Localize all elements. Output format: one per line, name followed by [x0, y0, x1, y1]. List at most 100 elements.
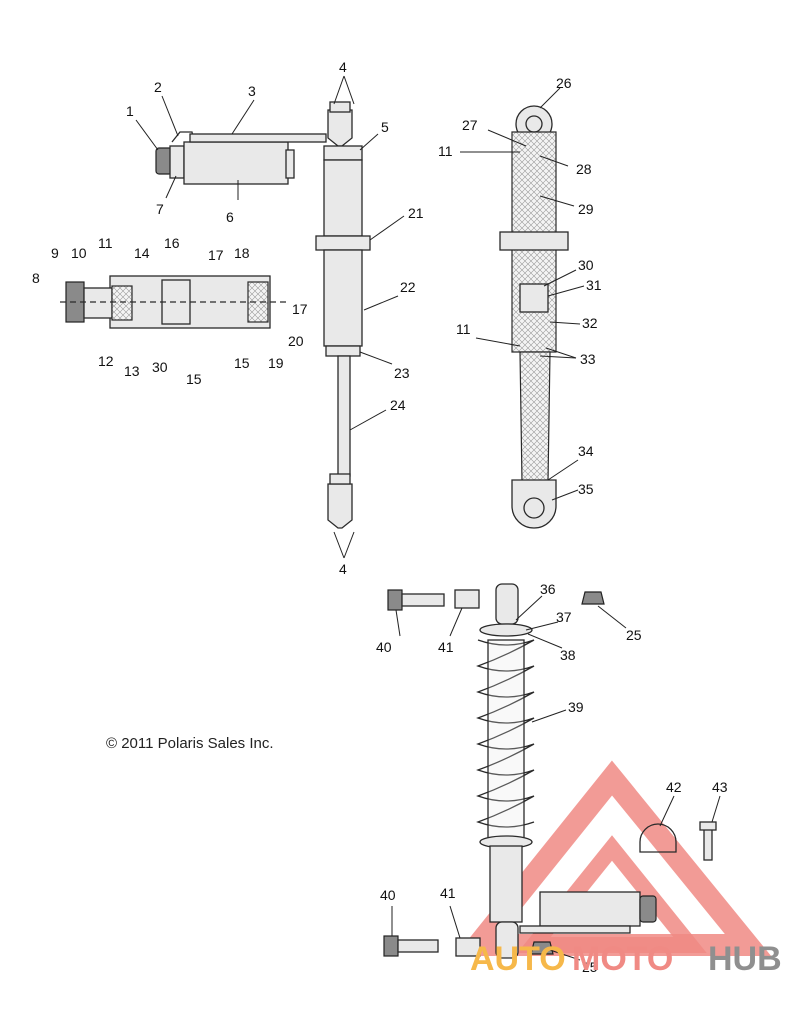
callout-11-left: 11: [98, 235, 113, 251]
callout-21: 21: [408, 205, 424, 221]
cutaway-bottom-eye-bore: [523, 497, 545, 519]
callout-4-bottom: 4: [339, 561, 347, 577]
callout-8: 8: [32, 270, 40, 286]
bolt-40-top-shank: [401, 593, 445, 607]
callout-2: 2: [154, 79, 162, 95]
shock-body-lower: [323, 249, 363, 347]
callout-14: 14: [134, 245, 150, 261]
cutaway-bottom-eye: [511, 479, 557, 529]
reservoir-end: [285, 149, 295, 179]
bolt-40-bottom-shank: [397, 939, 439, 953]
clamp-bolt-head: [699, 821, 717, 831]
callout-16: 16: [164, 235, 180, 251]
callout-10: 10: [71, 245, 87, 261]
callout-24: 24: [390, 397, 406, 413]
callout-labels: 1 2 3 4 5 6 7 8 9 10 11 12 13 14 15 15 1…: [32, 59, 728, 975]
floating-piston: [247, 281, 269, 323]
coilover-bottom-eye: [495, 921, 519, 959]
callout-31: 31: [586, 277, 602, 293]
callout-19: 19: [268, 355, 284, 371]
callout-42: 42: [666, 779, 682, 795]
nut-25-bottom: [530, 941, 554, 955]
callout-39: 39: [568, 699, 584, 715]
callout-27: 27: [462, 117, 478, 133]
callout-11-right-top: 11: [438, 143, 453, 159]
callout-25-bottom: 25: [582, 959, 598, 975]
callout-3: 3: [248, 83, 256, 99]
callout-36: 36: [540, 581, 556, 597]
shaft: [337, 355, 351, 477]
callout-34: 34: [578, 443, 594, 459]
top-eye: [327, 109, 353, 147]
bolt-40-top-head: [387, 589, 403, 611]
watermark-text-auto: AUTO: [470, 940, 566, 978]
loose-hardware: [383, 589, 605, 957]
coilover-reservoir-knob: [639, 895, 657, 923]
callout-43: 43: [712, 779, 728, 795]
watermark-text-hub: HUB: [708, 940, 782, 978]
callout-40-top: 40: [376, 639, 392, 655]
callout-13: 13: [124, 363, 140, 379]
callout-5: 5: [381, 119, 389, 135]
piston-stack-1: [111, 285, 133, 321]
callout-7: 7: [156, 201, 164, 217]
top-spacer: [329, 101, 351, 113]
callout-26: 26: [556, 75, 572, 91]
callout-30-left: 30: [152, 359, 168, 375]
cutaway-shaft: [519, 351, 551, 483]
coilover-hose: [519, 925, 631, 934]
callout-33: 33: [580, 351, 596, 367]
watermark-wordmark: AUTO MOTO HUB: [470, 940, 782, 978]
shock-assembly-main: [155, 101, 371, 529]
callout-25-top: 25: [626, 627, 642, 643]
callout-20: 20: [288, 333, 304, 349]
copyright-notice: © 2011 Polaris Sales Inc.: [106, 735, 274, 752]
coilover-body: [487, 639, 525, 841]
coilover-reservoir: [539, 891, 641, 927]
bottom-eye: [327, 483, 353, 529]
reservoir-cutaway: [60, 275, 290, 329]
bottom-spacer: [329, 473, 351, 485]
bearing-cap: [325, 345, 361, 357]
callout-17-right: 17: [292, 301, 308, 317]
callout-35: 35: [578, 481, 594, 497]
coilover-lower-body: [489, 845, 523, 923]
spring-retainer: [479, 623, 533, 637]
shock-cutaway: [499, 105, 569, 529]
callout-28: 28: [576, 161, 592, 177]
callout-18: 18: [234, 245, 250, 261]
callout-22: 22: [400, 279, 416, 295]
leader-lines: [135, 75, 721, 961]
callout-17-top: 17: [208, 247, 224, 263]
coilover-top-eye: [495, 583, 519, 625]
callout-12: 12: [98, 353, 114, 369]
nut-25-top: [581, 591, 605, 605]
callout-4-top: 4: [339, 59, 347, 75]
shock-assembly-coilover: [476, 583, 717, 959]
watermark-text-moto: MOTO: [572, 940, 673, 978]
callout-1: 1: [126, 103, 134, 119]
callout-41-bottom: 41: [440, 885, 456, 901]
hose: [189, 133, 327, 143]
reservoir-body: [183, 141, 289, 185]
cutaway-piston: [519, 283, 549, 313]
callout-38: 38: [560, 647, 576, 663]
reservoir-clamp: [639, 823, 677, 853]
reservoir-cap: [169, 145, 185, 179]
callout-29: 29: [578, 201, 594, 217]
callout-37: 37: [556, 609, 572, 625]
callout-6: 6: [226, 209, 234, 225]
coil-spring: [476, 639, 535, 828]
callout-15-left: 15: [186, 371, 202, 387]
shock-body-upper: [323, 159, 363, 237]
bolt-40-bottom-head: [383, 935, 399, 957]
cutaway-collar: [499, 231, 569, 251]
callout-41-top: 41: [438, 639, 454, 655]
callout-15-right: 15: [234, 355, 250, 371]
callout-32: 32: [582, 315, 598, 331]
callout-40-bottom: 40: [380, 887, 396, 903]
reservoir-adapter: [83, 287, 113, 319]
shock-cap: [323, 145, 363, 161]
preload-ring: [315, 235, 371, 251]
